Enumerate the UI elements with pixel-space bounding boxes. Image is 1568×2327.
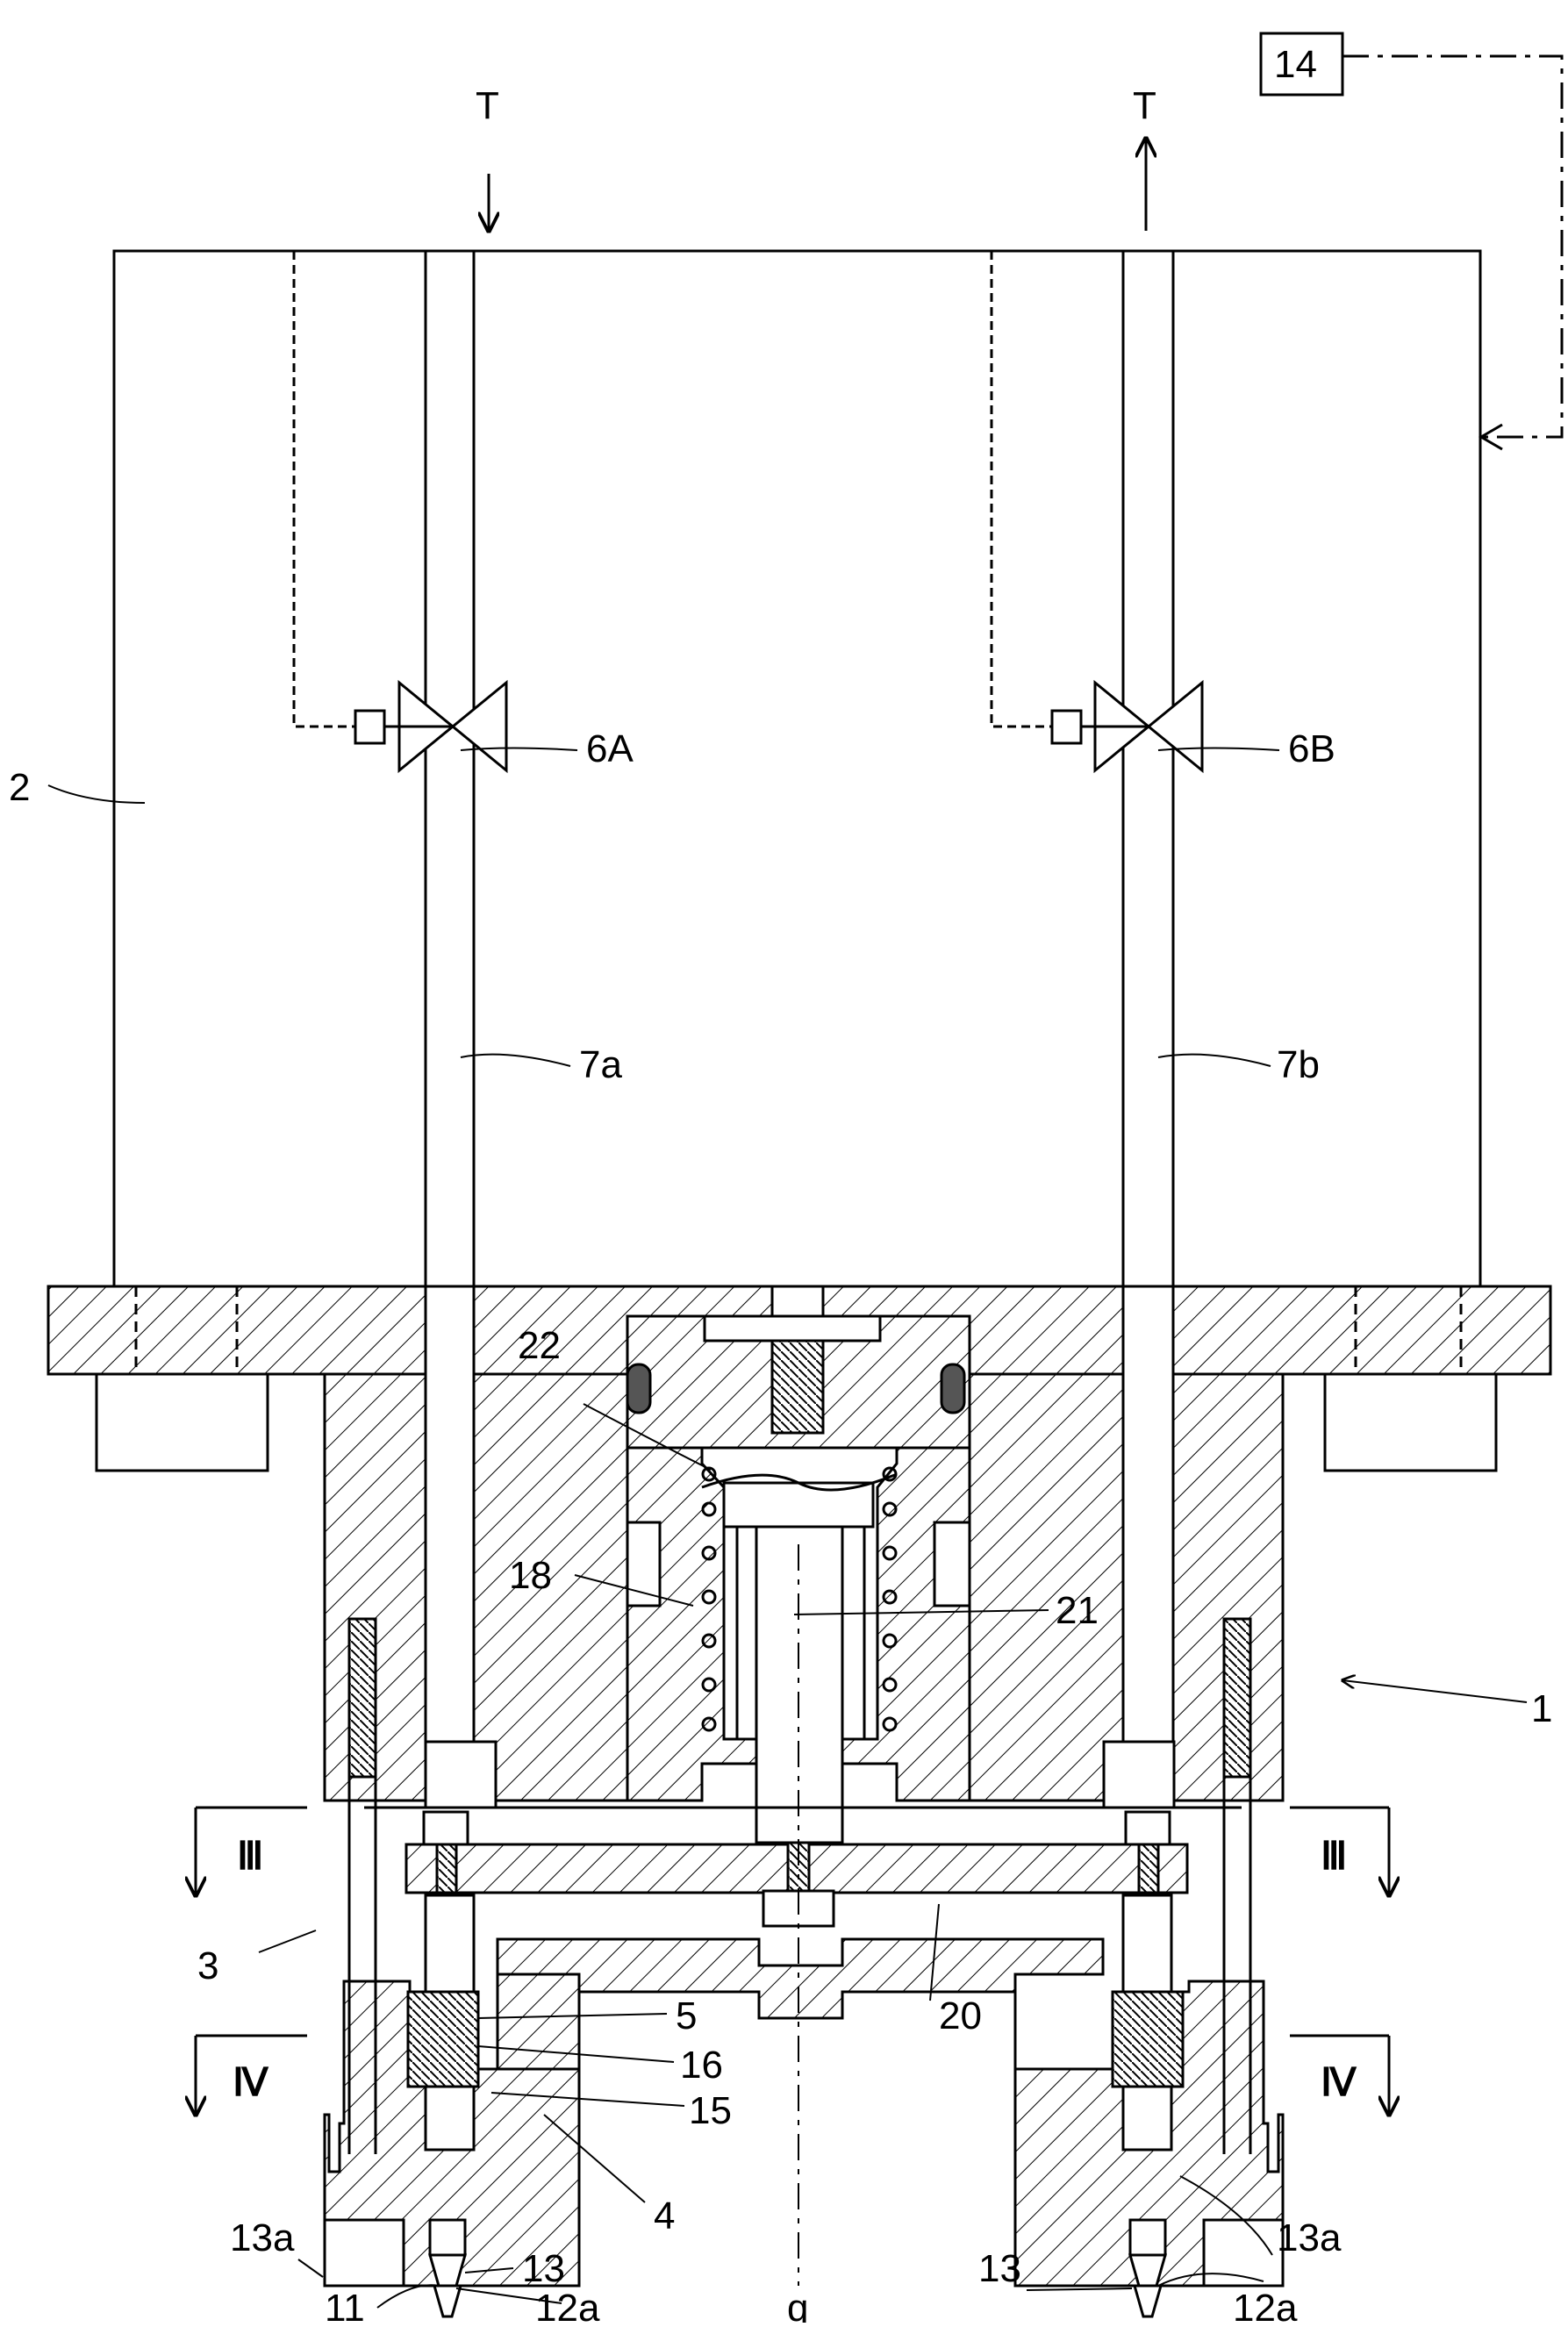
nozzle-right	[1128, 2218, 1285, 2318]
clamp-right	[1323, 1372, 1498, 1472]
screw-right	[1111, 1990, 1185, 2088]
label-valve-6a: 6A	[586, 727, 634, 770]
leaders	[47, 747, 1528, 2309]
label-section-iv-right: Ⅳ	[1321, 2061, 1357, 2104]
controller-box	[1259, 32, 1344, 97]
label-piston: 22	[518, 1324, 561, 1367]
valve-6a-signal	[292, 251, 355, 728]
label-seat: 15	[689, 2089, 732, 2132]
valve-6b	[1050, 679, 1204, 774]
control-signal-line	[1342, 54, 1564, 439]
label-section-iii-left: Ⅲ	[237, 1835, 263, 1878]
label-nozzle-left: 13	[522, 2247, 565, 2290]
label-upper-block: 2	[9, 766, 30, 809]
label-plate: 20	[939, 1994, 982, 2037]
label-nozzle-right: 13	[978, 2247, 1021, 2290]
label-body: 4	[654, 2195, 675, 2238]
label-assembly: 1	[1531, 1687, 1552, 1730]
valve-6b-signal	[990, 251, 1052, 728]
label-valve-6b: 6B	[1288, 727, 1335, 770]
label-section-iv-left: Ⅳ	[233, 2061, 269, 2104]
label-inlet: T	[476, 84, 499, 127]
clamp-left	[95, 1372, 269, 1472]
label-screw: 16	[680, 2044, 723, 2087]
valve-6a	[354, 679, 508, 774]
seat-right	[1102, 1740, 1176, 1809]
side-rod-left	[347, 1617, 377, 2154]
label-nozzle-a-left: 13a	[230, 2216, 295, 2259]
plate-bolt-left	[422, 1810, 469, 1894]
label-line-7a: 7a	[579, 1043, 622, 1086]
label-section-iii-right: Ⅲ	[1321, 1835, 1347, 1878]
label-rod: 21	[1056, 1589, 1099, 1632]
rod-break	[701, 1472, 898, 1492]
screw-left	[406, 1990, 480, 2088]
upper-block	[112, 249, 1482, 1288]
rod-head	[722, 1481, 875, 1529]
label-outlet: T	[1133, 84, 1156, 127]
nozzle-left	[323, 2218, 467, 2318]
plate-bolt-right	[1124, 1810, 1171, 1894]
side-rod-right	[1222, 1617, 1252, 2154]
label-passage: 5	[676, 1994, 697, 2037]
label-controller: 14	[1274, 43, 1317, 86]
label-housing: 3	[197, 1944, 218, 1987]
label-spring: 18	[509, 1554, 552, 1597]
label-nozzle-a-right: 13a	[1277, 2216, 1342, 2259]
label-axis: q	[787, 2287, 808, 2323]
seat-left	[424, 1740, 498, 1809]
spring-coils	[701, 1466, 898, 1732]
label-outlet-tip-left: 12a	[535, 2287, 600, 2323]
label-outlet-tip-right: 12a	[1233, 2287, 1298, 2323]
label-tip: 11	[325, 2287, 365, 2323]
label-line-7b: 7b	[1277, 1043, 1320, 1086]
